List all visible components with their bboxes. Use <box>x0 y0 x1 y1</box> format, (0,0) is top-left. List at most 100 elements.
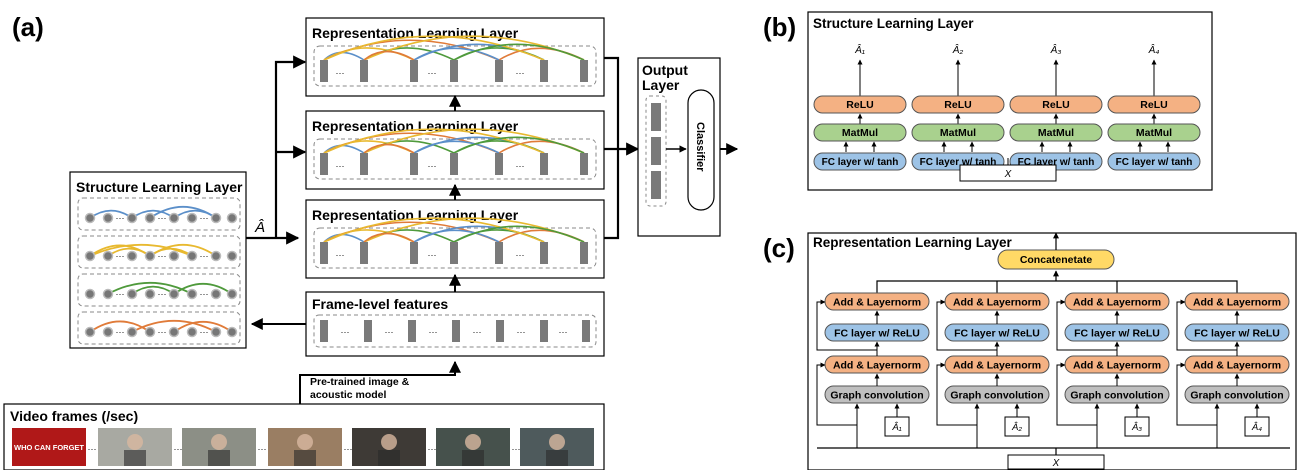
node <box>210 250 222 262</box>
representation-learning-layer: Representation Learning Layer········· <box>305 199 605 279</box>
ellipsis: ··· <box>428 161 437 171</box>
structure-learning-layer-a: Structure Learning Layer ··· ··· ··· ··· ···… <box>69 171 247 349</box>
relu-label: ReLU <box>1140 99 1167 111</box>
panel-a-label: (a) <box>12 12 44 42</box>
node <box>84 250 96 262</box>
ellipsis: ··· <box>116 327 125 337</box>
fc-tanh-label: FC layer w/ tanh <box>1018 157 1095 168</box>
node <box>168 212 180 224</box>
node <box>144 212 156 224</box>
feature-bar <box>495 242 503 264</box>
frame-level-features: Frame-level features ·················· <box>305 291 605 357</box>
node <box>226 250 238 262</box>
node <box>102 212 114 224</box>
ellipsis: ··· <box>200 327 209 337</box>
panel-b: Structure Learning Layer Â₁ReLUMatMulFC … <box>807 11 1213 191</box>
node <box>168 326 180 338</box>
panel-c-title: Representation Learning Layer <box>813 235 1013 250</box>
feature-bar <box>410 242 418 264</box>
node <box>226 212 238 224</box>
node <box>168 250 180 262</box>
feature-bar <box>410 60 418 82</box>
relu-label: ReLU <box>1042 99 1069 111</box>
relu-label: ReLU <box>944 99 971 111</box>
structure-layer-title: Structure Learning Layer <box>76 179 243 195</box>
feature-bar <box>495 60 503 82</box>
node <box>168 288 180 300</box>
structure-row: ········· <box>77 273 241 307</box>
node <box>84 288 96 300</box>
structure-row: ··· ··· ··· <box>77 311 241 345</box>
node <box>102 326 114 338</box>
feature-bar <box>540 242 548 264</box>
feature-bar <box>360 153 368 175</box>
output-adjacency: Â₂ <box>952 43 964 56</box>
representation-learning-layer: Representation Learning Layer········· <box>305 17 605 97</box>
feature-bar <box>580 153 588 175</box>
fc-relu-label: FC layer w/ ReLU <box>1194 328 1280 340</box>
feature-bar <box>580 60 588 82</box>
video-frame-thumbnail <box>268 428 342 466</box>
output-layer: Output Layer Classifier <box>637 57 721 237</box>
video-frame-thumbnail <box>182 428 256 466</box>
node <box>102 288 114 300</box>
panel-c-column: Add & Layernorm FC layer w/ ReLU Add & Lay… <box>1056 292 1170 448</box>
fc-relu-label: FC layer w/ ReLU <box>954 328 1040 340</box>
ellipsis: ··· <box>116 251 125 261</box>
ellipsis: ··· <box>158 251 167 261</box>
video-frame-thumbnail <box>352 428 426 466</box>
node <box>84 326 96 338</box>
ellipsis: ··· <box>512 444 521 454</box>
node <box>144 288 156 300</box>
feature-bar <box>540 153 548 175</box>
feature-bar <box>540 320 548 342</box>
structure-row: ··· ··· ··· <box>77 197 241 231</box>
fc-relu-label: FC layer w/ ReLU <box>834 328 920 340</box>
fc-relu-label: FC layer w/ ReLU <box>1074 328 1160 340</box>
add-norm-label: Add & Layernorm <box>1073 360 1161 372</box>
panel-b-label: (b) <box>763 12 796 42</box>
ellipsis: ··· <box>385 327 394 337</box>
ellipsis: ··· <box>428 68 437 78</box>
node <box>210 212 222 224</box>
panel-c: Representation Learning Layer Concatenet… <box>807 232 1297 470</box>
relu-label: ReLU <box>846 99 873 111</box>
feature-bar <box>450 60 458 82</box>
ellipsis: ··· <box>158 327 167 337</box>
matmul-label: MatMul <box>940 127 976 139</box>
feature-bar <box>320 60 328 82</box>
structure-row: ··· ··· ··· <box>77 235 241 269</box>
node <box>144 326 156 338</box>
rep-layer-title: Representation Learning Layer <box>312 207 519 223</box>
ellipsis: ··· <box>200 289 209 299</box>
node <box>226 288 238 300</box>
output-title-2: Layer <box>642 77 680 93</box>
feature-bar <box>496 320 504 342</box>
feature-bar <box>452 320 460 342</box>
add-norm-label: Add & Layernorm <box>1073 297 1161 309</box>
pretrained-label-2: acoustic model <box>310 389 387 401</box>
ellipsis: ··· <box>200 251 209 261</box>
node <box>210 326 222 338</box>
feature-bar <box>450 242 458 264</box>
video-frames-title: Video frames (/sec) <box>10 408 138 424</box>
output-adjacency: Â₄ <box>1148 43 1160 56</box>
a-hat-label: Â <box>254 219 265 236</box>
ellipsis: ··· <box>258 444 267 454</box>
feature-bar <box>495 153 503 175</box>
ellipsis: ··· <box>516 250 525 260</box>
ellipsis: ··· <box>158 213 167 223</box>
rep-layer-title: Representation Learning Layer <box>312 118 519 134</box>
ellipsis: ··· <box>200 213 209 223</box>
ellipsis: ··· <box>516 161 525 171</box>
rep-to-output-connectors <box>604 56 640 240</box>
add-norm-label: Add & Layernorm <box>833 297 921 309</box>
ellipsis: ··· <box>116 213 125 223</box>
ellipsis: ··· <box>473 327 482 337</box>
feature-bar <box>364 320 372 342</box>
